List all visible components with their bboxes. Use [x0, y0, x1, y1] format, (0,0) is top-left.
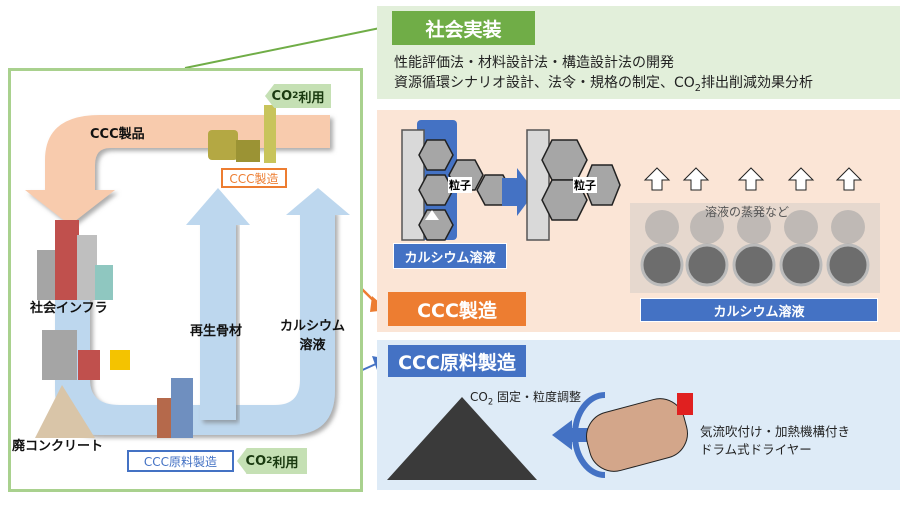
ccc-manufacture-title: CCC製造 — [388, 292, 526, 326]
recycling-factory — [157, 378, 193, 438]
ccc-raw-manufacture-title: CCC原料製造 — [388, 345, 526, 377]
raw-manufacture-illustration — [387, 392, 693, 480]
recycled-aggregate-arrowhead — [186, 188, 250, 225]
construction-buildings — [42, 330, 130, 380]
drum-particles — [640, 243, 870, 287]
ccc-product-label: CCC製品 — [90, 127, 145, 142]
ccc-factory — [208, 105, 276, 163]
social-infra-label: 社会インフラ — [30, 301, 108, 316]
evaporation-arrows — [643, 167, 863, 191]
social-desc-line1: 性能評価法・材料設計法・構造設計法の開発 — [394, 55, 674, 71]
cycle-diagram — [25, 105, 350, 438]
particle-label-before: 粒子 — [448, 177, 472, 193]
calcium-solution-box-left: カルシウム溶液 — [393, 243, 507, 269]
calcium-solution-box-right: カルシウム溶液 — [640, 298, 878, 322]
social-implementation-title: 社会実装 — [392, 11, 535, 45]
blue-u-flow — [55, 210, 335, 435]
social-infra-buildings — [37, 220, 113, 300]
social-implementation-description: 性能評価法・材料設計法・構造設計法の開発 資源循環シナリオ設計、法令・規格の制定… — [394, 53, 813, 99]
up-arrow-white — [425, 210, 439, 220]
drum-dryer — [572, 392, 693, 478]
ccc-raw-manufacture-tag[interactable]: CCC原料製造 — [127, 450, 234, 472]
calcium-flow-arrowhead — [286, 188, 350, 215]
social-desc-line2: 資源循環シナリオ設計、法令・規格の制定、CO2排出削減効果分析 — [394, 75, 814, 94]
calcium-solution-label: カルシウム 溶液 — [280, 319, 346, 353]
evaporation-label: 溶液の蒸発など — [705, 205, 790, 219]
connector-social — [184, 27, 381, 69]
waste-concrete-pile — [35, 385, 95, 438]
transform-arrow — [502, 168, 535, 216]
ccc-manufacture-tag[interactable]: CCC製造 — [221, 168, 287, 188]
drum-dryer-description: 気流吹付け・加熱機構付き ドラム式ドライヤー — [700, 424, 851, 457]
particle-label-after: 粒子 — [573, 177, 597, 193]
aggregate-pile — [387, 397, 537, 480]
particles-before — [401, 129, 512, 241]
ccc-manufacture-illustration — [401, 120, 880, 293]
upper-particles — [645, 210, 865, 244]
recycled-aggregate-flow — [200, 220, 236, 420]
co2-fixation-label: CO2 固定・粒度調整 — [470, 390, 581, 407]
waste-concrete-label: 廃コンクリート — [12, 439, 104, 454]
recycled-aggregate-label: 再生骨材 — [190, 324, 243, 339]
